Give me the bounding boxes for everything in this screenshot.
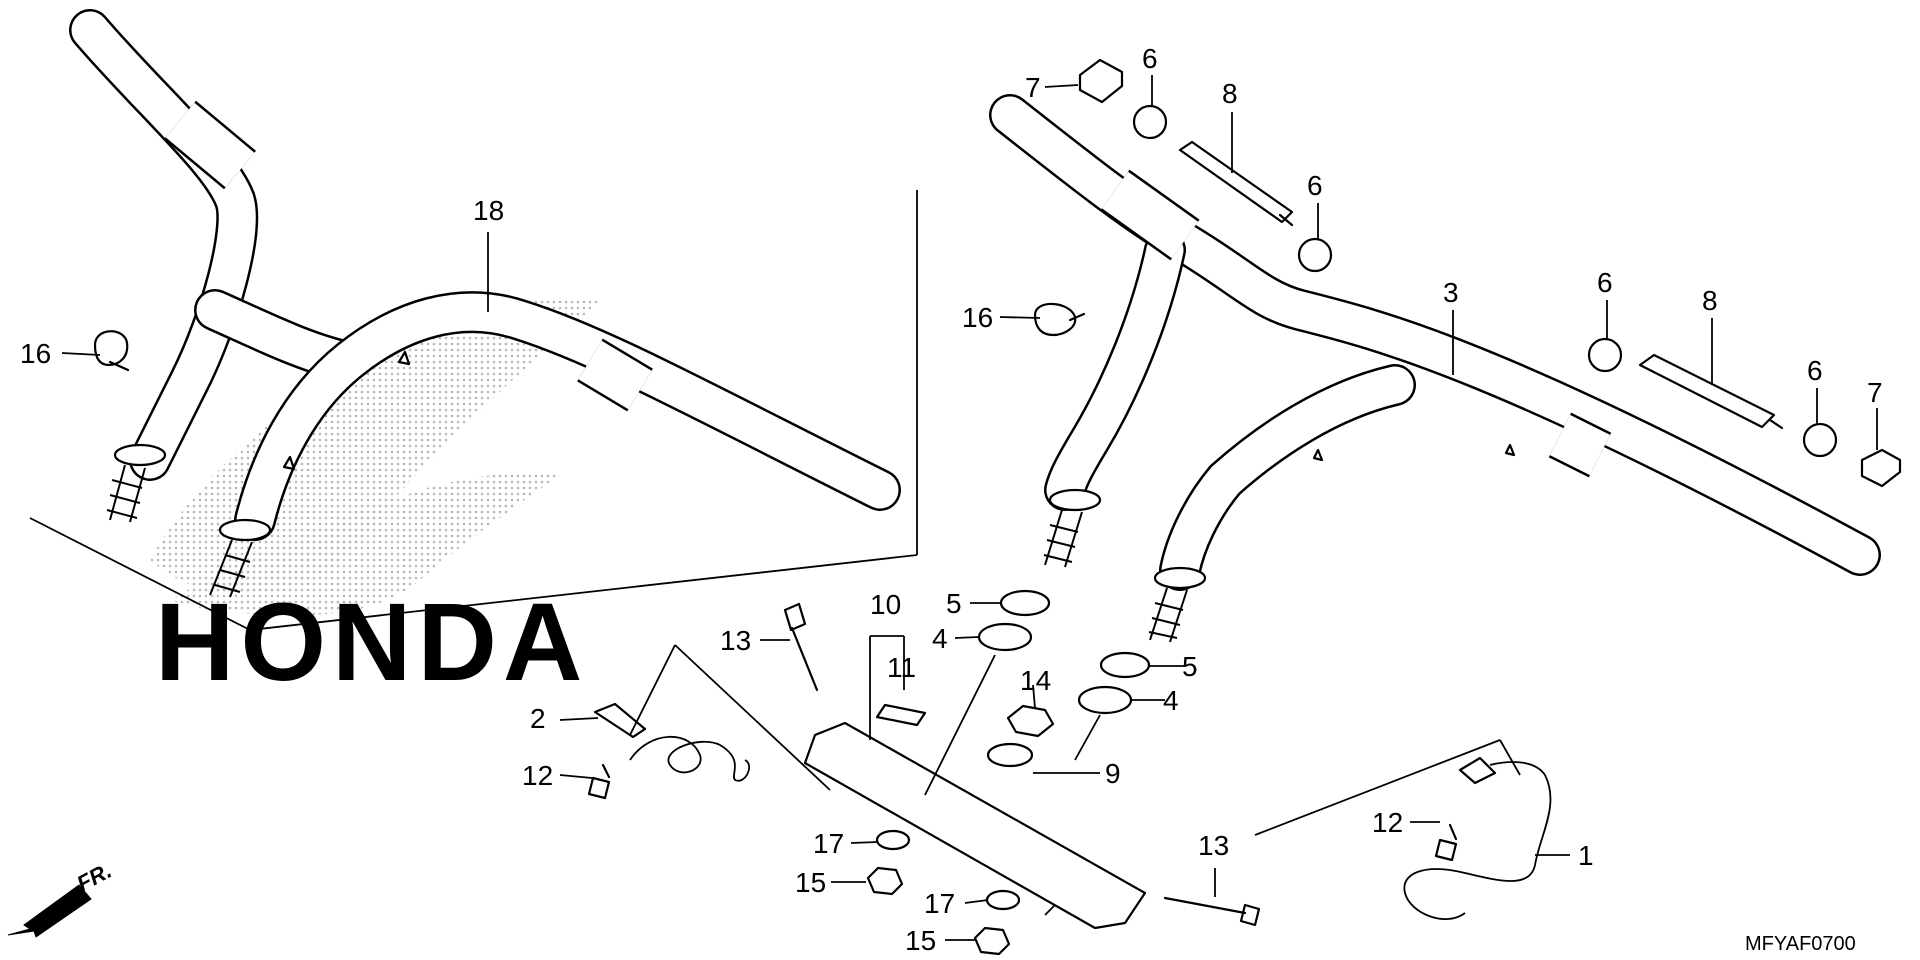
callout-5-upper: 5: [946, 588, 962, 619]
washer-17a: [875, 829, 911, 851]
callout-18: 18: [473, 195, 504, 226]
wing-watermark-lower: [170, 473, 560, 615]
callout-8-right: 8: [1702, 285, 1718, 316]
ring-4a: [977, 622, 1033, 652]
callout-13-left: 13: [720, 625, 751, 656]
callout-12-left: 12: [522, 760, 553, 791]
clamp-16a: [93, 330, 130, 372]
nut-15a: [866, 866, 904, 896]
callout-7-top: 7: [1025, 72, 1041, 103]
callout-12-right: 12: [1372, 807, 1403, 838]
callout-6-right: 6: [1597, 267, 1613, 298]
bolt-13b: [1163, 896, 1261, 927]
clip-1: [1458, 756, 1497, 785]
callout-10: 10: [870, 589, 901, 620]
clamp-7b: [1860, 448, 1902, 488]
callout-15-upper: 15: [795, 867, 826, 898]
callout-17-lower: 17: [924, 888, 955, 919]
bolt-13a: [783, 602, 819, 692]
washer-9: [986, 742, 1034, 768]
callout-4-upper: 4: [932, 623, 948, 654]
plate-11: [875, 703, 927, 727]
ring-4b: [1077, 685, 1133, 715]
callout-8-top: 8: [1222, 78, 1238, 109]
callout-14: 14: [1020, 665, 1051, 696]
callout-16-right: 16: [962, 302, 993, 333]
arrow-down-left-icon: [7, 884, 92, 938]
clamp-16b: [1033, 302, 1086, 337]
weight-6a: [1132, 104, 1168, 140]
bar-8a: [1178, 140, 1294, 227]
clamp-7a: [1078, 58, 1124, 104]
weight-6c: [1587, 337, 1623, 373]
washer-17b: [985, 889, 1021, 911]
callout-13-right: 13: [1198, 830, 1229, 861]
callout-3: 3: [1443, 277, 1459, 308]
callout-2: 2: [530, 703, 546, 734]
bolt-12a: [587, 763, 611, 800]
bar-8b: [1638, 353, 1784, 430]
callout-6-far-right: 6: [1807, 355, 1823, 386]
callout-11: 11: [887, 652, 916, 683]
washer-5a: [999, 589, 1051, 617]
hardware: [93, 58, 1902, 956]
callouts: 18 16 16 7 6 8 6 3 6 8 6 7 5 4 10 11 13 …: [20, 43, 1883, 956]
wire-2: [629, 735, 750, 782]
callout-7-right: 7: [1867, 377, 1883, 408]
callout-6-top: 6: [1142, 43, 1158, 74]
weight-6b: [1297, 237, 1333, 273]
callout-4-lower: 4: [1163, 685, 1179, 716]
callout-5-lower: 5: [1182, 651, 1198, 682]
diagram-code: MFYAF0700: [1745, 933, 1856, 955]
handlebar-18: [69, 9, 901, 598]
cable-1: [1403, 761, 1552, 920]
nut-14: [1006, 704, 1055, 738]
front-direction-indicator: FR.: [7, 858, 116, 938]
leader-lines: [61, 75, 1878, 941]
bolt-12b: [1434, 823, 1458, 862]
callout-1: 1: [1578, 840, 1594, 871]
callout-16-left: 16: [20, 338, 51, 369]
weight-6d: [1802, 422, 1838, 458]
callout-6-mid: 6: [1307, 170, 1323, 201]
callout-15-lower: 15: [905, 925, 936, 956]
nut-15b: [973, 926, 1011, 956]
handlebar-3: [989, 94, 1881, 643]
callout-17-upper: 17: [813, 828, 844, 859]
washer-5b: [1099, 651, 1151, 679]
callout-9: 9: [1105, 758, 1121, 789]
frame-lines: [29, 190, 918, 631]
top-bridge: [803, 721, 1147, 930]
